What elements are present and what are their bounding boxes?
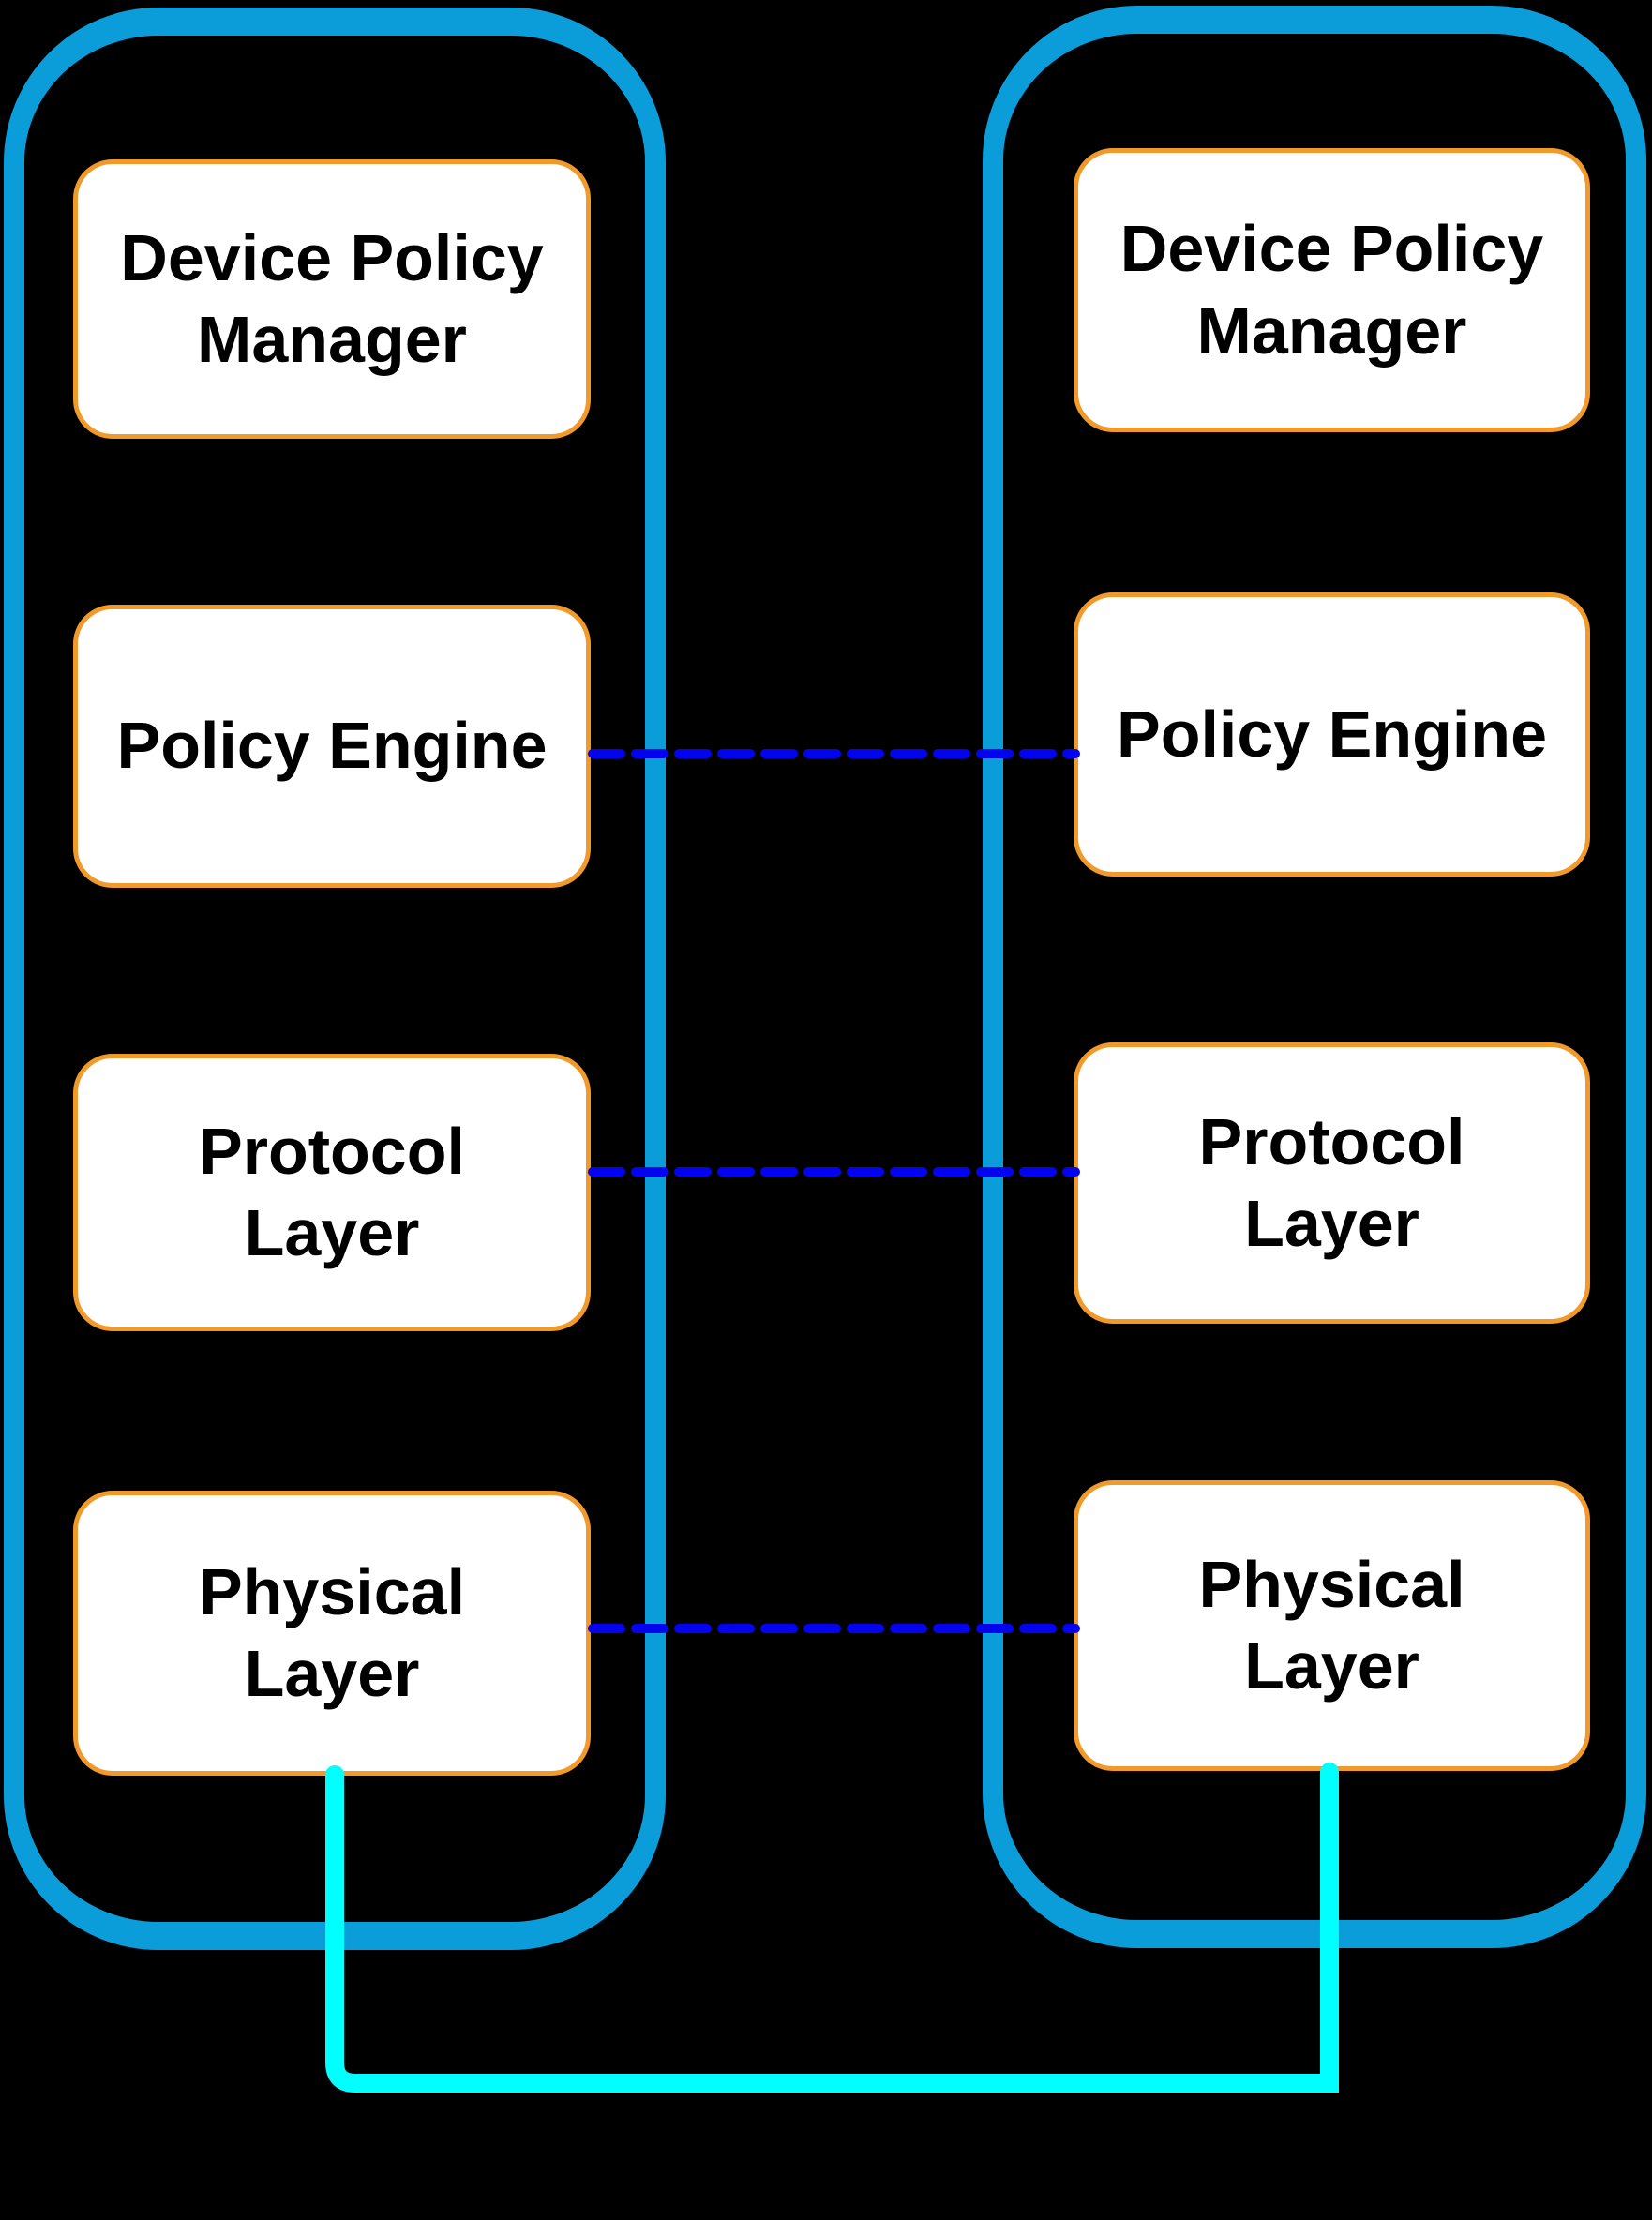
box-label: Physical Layer [198, 1554, 466, 1711]
box-left-protocol-layer: Protocol Layer [73, 1054, 591, 1331]
box-right-physical-layer: Physical Layer [1074, 1480, 1590, 1771]
box-left-physical-layer: Physical Layer [73, 1491, 591, 1776]
box-label: Device Policy Manager [1119, 212, 1544, 368]
box-right-protocol-layer: Protocol Layer [1074, 1042, 1590, 1324]
box-label: Device Policy Manager [120, 220, 544, 377]
box-right-policy-engine: Policy Engine [1074, 592, 1590, 877]
box-label: Policy Engine [1117, 697, 1547, 771]
box-label: Physical Layer [1198, 1547, 1465, 1703]
box-label: Protocol Layer [1198, 1104, 1465, 1261]
box-left-device-policy-manager: Device Policy Manager [73, 159, 591, 439]
box-right-device-policy-manager: Device Policy Manager [1074, 148, 1590, 432]
box-left-policy-engine: Policy Engine [73, 605, 591, 888]
box-label: Protocol Layer [199, 1114, 465, 1270]
box-label: Policy Engine [116, 709, 548, 783]
right-device-frame [983, 6, 1646, 1948]
